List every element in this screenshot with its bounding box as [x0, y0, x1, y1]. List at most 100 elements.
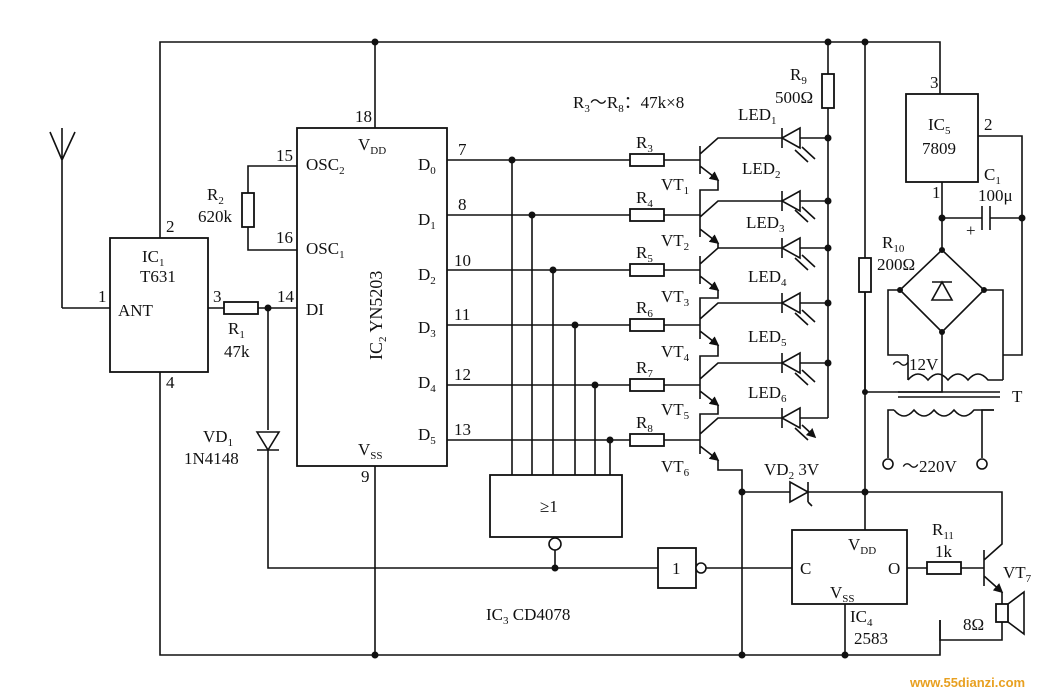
- svg-text:VSS: VSS: [830, 583, 855, 605]
- svg-text:VT7: VT7: [1003, 563, 1032, 585]
- svg-text:100μ: 100μ: [978, 186, 1013, 205]
- ic1-pin4: 4: [166, 373, 175, 392]
- svg-text:200Ω: 200Ω: [877, 255, 915, 274]
- ic2-osc2: OSC2: [306, 155, 345, 177]
- svg-text:R10: R10: [882, 233, 905, 255]
- svg-text:R2: R2: [207, 185, 224, 207]
- svg-text:VT5: VT5: [661, 400, 690, 422]
- ic2-pin9: 9: [361, 467, 370, 486]
- svg-text:R4: R4: [636, 188, 653, 210]
- ic2-vss: VSS: [358, 440, 383, 462]
- svg-text:VT3: VT3: [661, 287, 690, 309]
- svg-text:8Ω: 8Ω: [963, 615, 984, 634]
- svg-text:VT4: VT4: [661, 342, 690, 364]
- vd2-zener: VD2 3V: [738, 460, 869, 507]
- svg-text:D2: D2: [418, 265, 436, 287]
- svg-text:7: 7: [458, 140, 467, 159]
- svg-text:LED6: LED6: [748, 383, 787, 405]
- svg-text:～12V: ～12V: [892, 355, 939, 374]
- svg-text:11: 11: [454, 305, 470, 324]
- svg-text:15: 15: [276, 146, 293, 165]
- svg-text:VDD: VDD: [848, 535, 876, 557]
- vd1-diode: VD1 1N4148: [184, 427, 281, 468]
- svg-text:VT1: VT1: [661, 175, 689, 197]
- r-range-label: R3～R8：47k×8: [573, 93, 684, 115]
- svg-text:13: 13: [454, 420, 471, 439]
- svg-text:D5: D5: [418, 425, 436, 447]
- svg-text:10: 10: [454, 251, 471, 270]
- svg-text:8: 8: [458, 195, 467, 214]
- antenna: [49, 128, 110, 309]
- svg-text:1k: 1k: [935, 542, 953, 561]
- r9-resistor: R9 500Ω: [775, 42, 835, 109]
- svg-text:2583: 2583: [854, 629, 888, 648]
- svg-text:D0: D0: [418, 155, 436, 177]
- ic2-name: IC2 YN5203: [366, 271, 389, 360]
- bridge-rectifier: [862, 218, 1004, 395]
- svg-text:500Ω: 500Ω: [775, 88, 813, 107]
- ic2-pin18: 18: [355, 107, 372, 126]
- svg-text:VD1: VD1: [203, 427, 233, 449]
- r10-resistor: R10 200Ω: [858, 233, 915, 293]
- svg-text:3: 3: [930, 73, 939, 92]
- ic1-pin2: 2: [166, 217, 175, 236]
- svg-text:1: 1: [672, 559, 681, 578]
- svg-text:C1: C1: [984, 165, 1001, 187]
- not-gate: 1: [555, 547, 792, 589]
- watermark-text: www.55dianzi.com: [909, 675, 1025, 690]
- svg-text:R7: R7: [636, 358, 653, 380]
- output-stage: R11 1k VT7 8Ω: [865, 491, 1032, 641]
- svg-text:D4: D4: [418, 373, 436, 395]
- ic1-pin1: 1: [98, 287, 107, 306]
- data-lines: 7 8 10 11 12 13: [447, 140, 700, 475]
- svg-text:R6: R6: [636, 298, 653, 320]
- ic2-pin14: 14: [277, 287, 295, 306]
- svg-text:D3: D3: [418, 318, 436, 340]
- svg-text:1N4148: 1N4148: [184, 449, 239, 468]
- ic1-pin3: 3: [213, 287, 222, 306]
- svg-text:O: O: [888, 559, 900, 578]
- svg-text:R3: R3: [636, 133, 653, 155]
- svg-text:+: +: [966, 221, 976, 240]
- svg-text:≥1: ≥1: [540, 497, 558, 516]
- ic1-pin-ant: ANT: [118, 301, 154, 320]
- svg-text:47k: 47k: [224, 342, 250, 361]
- svg-text:16: 16: [276, 228, 293, 247]
- leds: LED1 LED2 LED3 LED4 LED5 LED6: [738, 105, 832, 440]
- svg-text:D1: D1: [418, 210, 436, 232]
- r2-resistor: R2 620k: [198, 185, 255, 228]
- svg-text:R8: R8: [636, 413, 653, 435]
- ic4-block: VDD VSS C O IC4 2583: [791, 510, 908, 655]
- ic2-vdd: VDD: [358, 135, 386, 157]
- ic2-osc1: OSC1: [306, 239, 345, 261]
- svg-text:R1: R1: [228, 319, 245, 341]
- svg-text:R9: R9: [790, 65, 807, 87]
- svg-text:IC3 CD4078: IC3 CD4078: [486, 605, 570, 627]
- ic1-name: IC1: [142, 247, 165, 269]
- ic1-block: IC1 T631 ANT 1 2 3 4: [98, 217, 222, 392]
- r1-resistor: R1 47k: [223, 301, 259, 361]
- svg-text:LED1: LED1: [738, 105, 777, 127]
- svg-text:～220V: ～220V: [902, 457, 957, 476]
- svg-text:VT2: VT2: [661, 231, 689, 253]
- svg-text:1: 1: [932, 183, 941, 202]
- svg-text:12: 12: [454, 365, 471, 384]
- ic1-part: T631: [140, 267, 176, 286]
- svg-text:R11: R11: [932, 520, 954, 542]
- transformer: ～12V T ～220V: [882, 355, 1023, 476]
- svg-text:LED4: LED4: [748, 267, 787, 289]
- ic3-or-gate: ≥1 IC3 CD4078: [486, 474, 623, 627]
- svg-text:VT6: VT6: [661, 457, 690, 479]
- svg-text:C: C: [800, 559, 811, 578]
- svg-text:620k: 620k: [198, 207, 233, 226]
- svg-text:7809: 7809: [922, 139, 956, 158]
- svg-text:LED2: LED2: [742, 159, 781, 181]
- svg-text:2: 2: [984, 115, 993, 134]
- ic5-regulator: IC5 7809 3 2 1: [865, 41, 1023, 356]
- svg-text:VD2 3V: VD2 3V: [764, 460, 820, 482]
- svg-text:IC4: IC4: [850, 607, 873, 629]
- svg-text:T: T: [1012, 387, 1023, 406]
- transistors-vt1-vt6: VT1 VT2 VT3 VT4 VT5 VT6: [661, 137, 743, 655]
- svg-text:LED3: LED3: [746, 213, 785, 235]
